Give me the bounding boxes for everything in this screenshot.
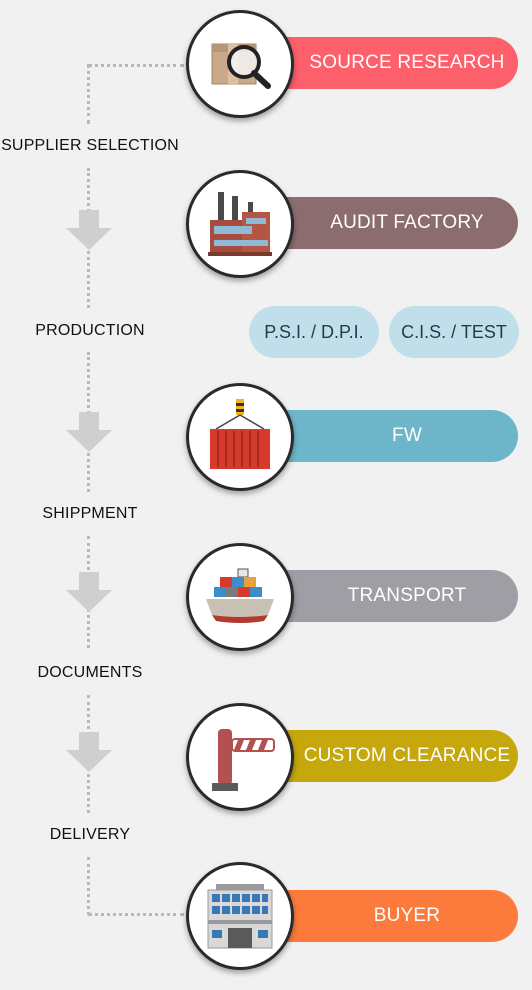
step-transport: TRANSPORT — [250, 570, 518, 622]
connector-top — [88, 64, 184, 67]
down-arrow-icon — [66, 572, 112, 612]
connector-left-1 — [87, 64, 90, 124]
down-arrow-icon — [66, 210, 112, 250]
stage-label-delivery: DELIVERY — [49, 826, 131, 843]
transport-badge — [186, 543, 294, 651]
connector-left-6 — [87, 857, 90, 915]
cargo-ship-icon — [206, 568, 274, 623]
stage-label-documents: DOCUMENTS — [37, 664, 143, 681]
stage-label-production: PRODUCTION — [35, 322, 145, 339]
fw-badge — [186, 383, 294, 491]
down-arrow-icon — [66, 732, 112, 772]
step-source-research: SOURCE RESEARCH — [250, 37, 518, 89]
step-custom-clearance: CUSTOM CLEARANCE — [250, 730, 518, 782]
custom-clearance-badge — [186, 703, 294, 811]
factory-icon — [208, 192, 272, 256]
stage-label-shippment: SHIPPMENT — [42, 505, 138, 522]
step-cis-test: C.I.S. / TEST — [389, 306, 519, 358]
buyer-badge — [186, 862, 294, 970]
connector-bottom — [88, 913, 184, 916]
source-research-badge — [186, 10, 294, 118]
stage-label-supplier-selection: SUPPLIER SELECTION — [1, 137, 179, 154]
step-buyer: BUYER — [250, 890, 518, 942]
step-audit-factory: AUDIT FACTORY — [250, 197, 518, 249]
step-psi-dpi: P.S.I. / D.P.I. — [249, 306, 379, 358]
container-crane-icon — [210, 399, 270, 469]
barrier-gate-icon — [212, 729, 275, 791]
down-arrow-icon — [66, 412, 112, 452]
step-fw: FW — [250, 410, 518, 462]
audit-factory-badge — [186, 170, 294, 278]
building-icon — [207, 884, 273, 949]
box-magnifier-icon — [211, 43, 271, 89]
